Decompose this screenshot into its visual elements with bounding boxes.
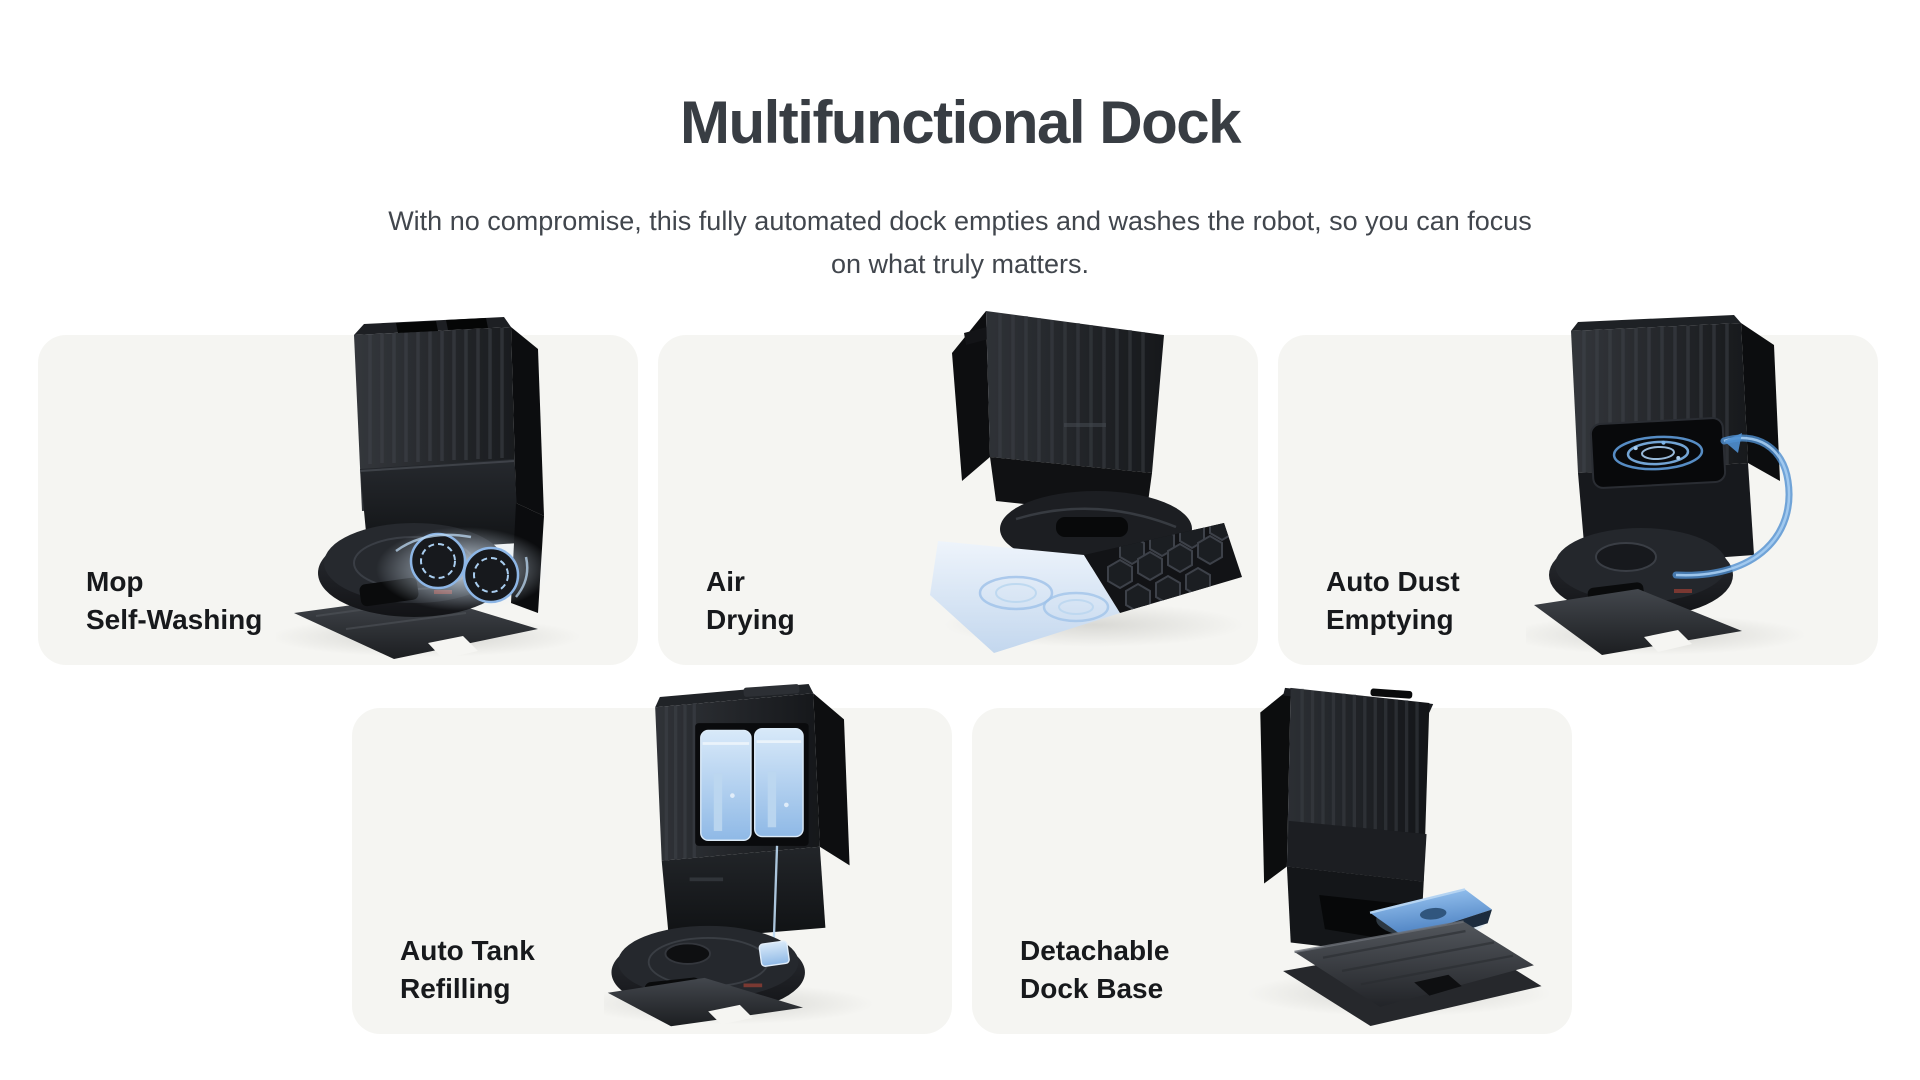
feature-label-line1: Mop (86, 566, 144, 597)
page-title: Multifunctional Dock (680, 89, 1241, 156)
feature-label-air-drying: Air Drying (706, 563, 795, 639)
feature-card-auto-tank-refilling: Auto Tank Refilling (352, 684, 952, 1034)
air-drying-dock-image (930, 311, 1244, 653)
detachable-dock-base-image (1247, 687, 1551, 1027)
feature-label-line2: Refilling (400, 973, 511, 1004)
mop-self-washing-dock-image (276, 317, 581, 659)
feature-label-detachable-dock-base: Detachable Dock Base (1020, 932, 1169, 1008)
feature-label-line1: Air (706, 566, 745, 597)
feature-label-mop-self-washing: Mop Self-Washing (86, 563, 262, 639)
feature-label-auto-dust-emptying: Auto Dust Emptying (1326, 563, 1460, 639)
feature-label-line2: Self-Washing (86, 604, 263, 635)
feature-label-auto-tank-refilling: Auto Tank Refilling (400, 932, 535, 1008)
feature-card-air-drying: Air Drying (658, 311, 1258, 665)
feature-label-line2: Drying (706, 604, 795, 635)
feature-label-line1: Auto Tank (400, 935, 535, 966)
feature-label-line1: Auto Dust (1326, 566, 1460, 597)
feature-card-auto-dust-emptying: Auto Dust Emptying (1278, 315, 1878, 665)
feature-card-mop-self-washing: Mop Self-Washing (38, 317, 638, 665)
feature-label-line2: Dock Base (1020, 973, 1164, 1004)
feature-label-line2: Emptying (1326, 604, 1454, 635)
feature-card-detachable-dock-base: Detachable Dock Base (972, 687, 1572, 1034)
auto-dust-emptying-dock-image (1526, 315, 1806, 655)
page-subtitle: With no compromise, this fully automated… (388, 206, 1532, 279)
auto-tank-refilling-dock-image (604, 684, 874, 1027)
feature-label-line1: Detachable (1020, 935, 1170, 966)
